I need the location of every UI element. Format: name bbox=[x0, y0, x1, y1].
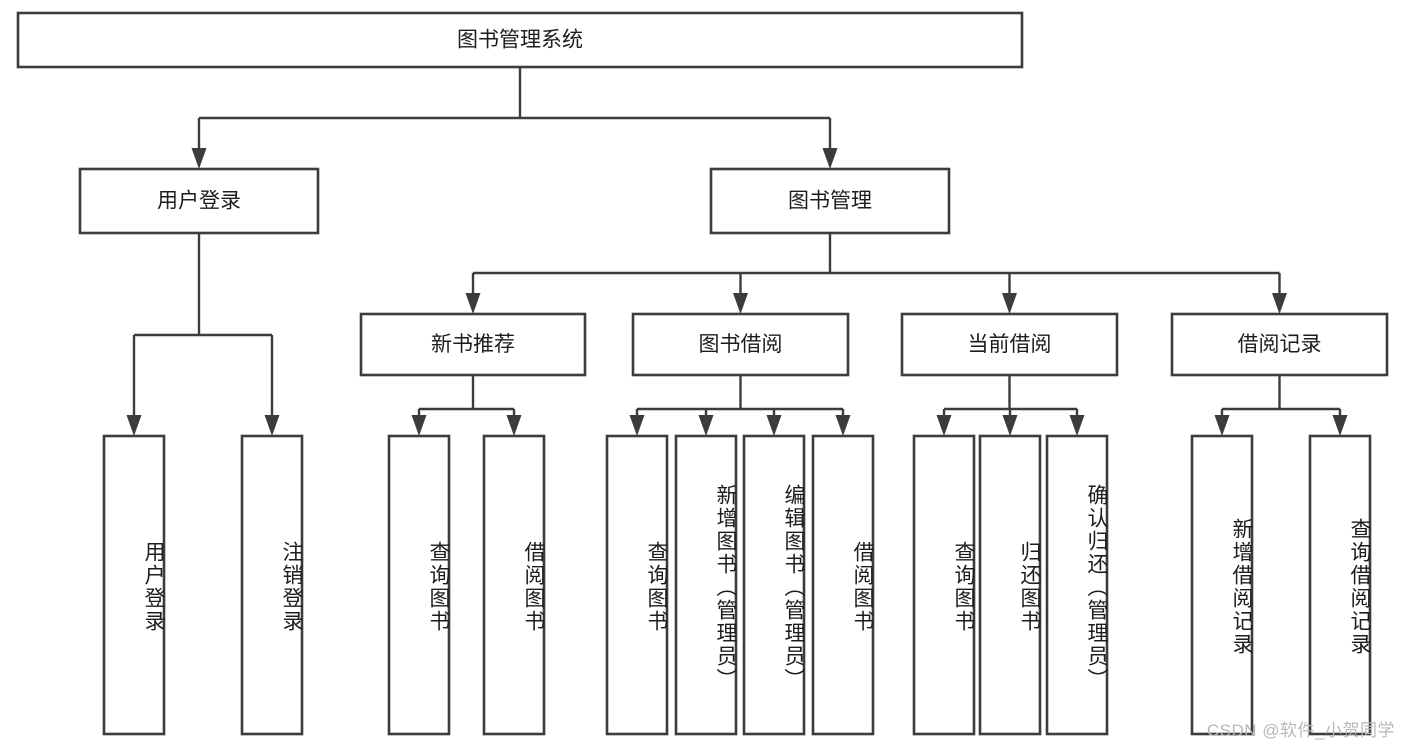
arrow-head-icon bbox=[264, 415, 280, 436]
arrow-head-icon bbox=[835, 415, 851, 436]
arrow-head-icon bbox=[411, 415, 427, 436]
arrow-head-icon bbox=[1214, 415, 1230, 436]
node-label-bookmgmt: 图书管理 bbox=[788, 190, 872, 213]
node-label-borrow: 图书借阅 bbox=[699, 333, 783, 356]
arrow-head-icon bbox=[1002, 415, 1018, 436]
node-box-root[interactable] bbox=[16, 11, 1024, 69]
node-label-login: 用户登录 bbox=[157, 190, 241, 213]
node-box-leaf-4[interactable] bbox=[482, 434, 546, 736]
node-box-leaf-2[interactable] bbox=[240, 434, 304, 736]
node-box-leaf-10[interactable] bbox=[978, 434, 1042, 736]
arrow-head-icon bbox=[629, 415, 645, 436]
arrow-head-icon bbox=[1069, 415, 1085, 436]
node-box-leaf-5[interactable] bbox=[605, 434, 669, 736]
arrow-head-icon bbox=[698, 415, 714, 436]
node-box-current[interactable] bbox=[900, 312, 1119, 377]
node-box-borrow[interactable] bbox=[631, 312, 850, 377]
arrow-head-icon bbox=[766, 415, 782, 436]
node-label-root: 图书管理系统 bbox=[457, 29, 583, 52]
node-box-login[interactable] bbox=[78, 167, 320, 235]
arrow-head-icon bbox=[506, 415, 522, 436]
arrow-head-icon bbox=[126, 415, 142, 436]
node-box-leaf-7[interactable] bbox=[742, 434, 806, 736]
node-box-leaf-11[interactable] bbox=[1045, 434, 1109, 736]
node-box-leaf-8[interactable] bbox=[811, 434, 875, 736]
node-label-records: 借阅记录 bbox=[1238, 333, 1322, 356]
arrow-head-icon bbox=[1002, 293, 1017, 314]
arrow-head-icon bbox=[1272, 293, 1287, 314]
node-box-leaf-9[interactable] bbox=[912, 434, 976, 736]
watermark-text: CSDN @软件_小贺同学 bbox=[1206, 721, 1395, 740]
arrow-head-icon bbox=[191, 148, 207, 169]
node-box-bookmgmt[interactable] bbox=[709, 167, 951, 235]
arrow-head-icon bbox=[733, 293, 748, 314]
arrow-head-icon bbox=[822, 148, 838, 169]
arrow-head-icon bbox=[465, 293, 481, 314]
edge-layer bbox=[126, 67, 1348, 436]
arrow-head-icon bbox=[1332, 415, 1348, 436]
node-label-current: 当前借阅 bbox=[968, 333, 1052, 356]
node-box-leaf-6[interactable] bbox=[674, 434, 738, 736]
node-box-leaf-12[interactable] bbox=[1190, 434, 1254, 736]
node-box-records[interactable] bbox=[1170, 312, 1389, 377]
node-label-newbook: 新书推荐 bbox=[431, 333, 515, 356]
node-box-leaf-3[interactable] bbox=[387, 434, 451, 736]
node-box-leaf-13[interactable] bbox=[1308, 434, 1372, 736]
node-box-newbook[interactable] bbox=[359, 312, 587, 377]
arrow-head-icon bbox=[936, 415, 952, 436]
node-box-leaf-1[interactable] bbox=[102, 434, 166, 736]
